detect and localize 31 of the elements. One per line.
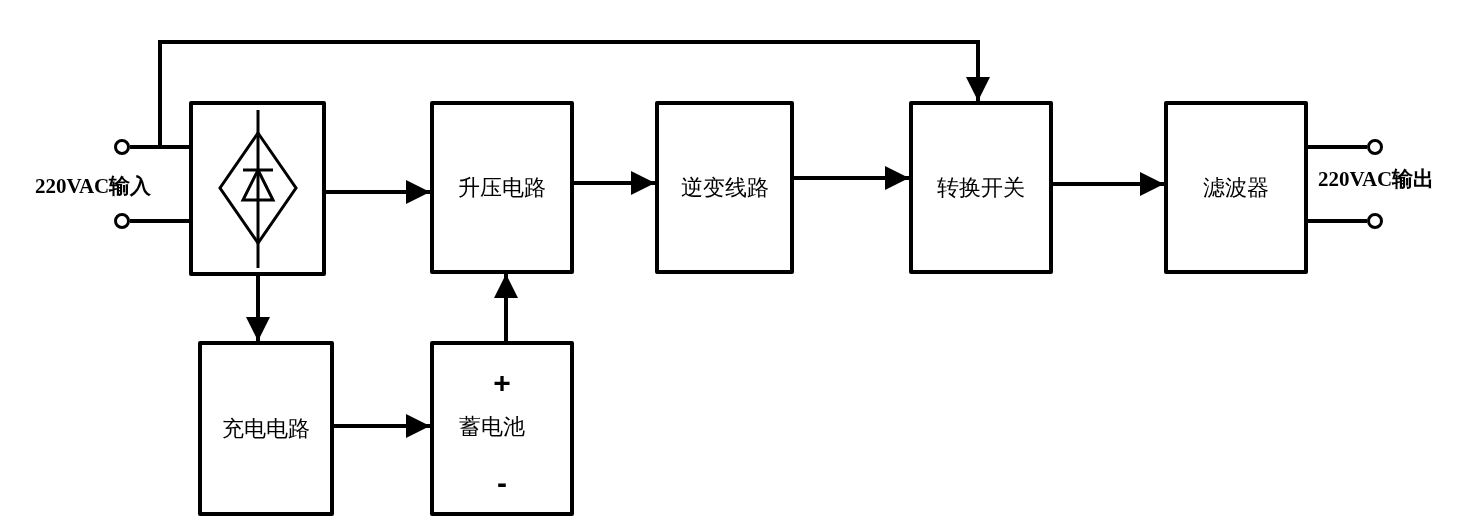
rectifier-box (189, 101, 326, 276)
wire (1308, 145, 1367, 149)
minus-sign: - (496, 468, 508, 498)
terminal-circle (114, 139, 130, 155)
process-box (1164, 101, 1308, 274)
box-label: 升压电路 (457, 176, 547, 199)
box-label: 滤波器 (1202, 176, 1270, 199)
arrow (1053, 172, 1164, 196)
terminal-circle (114, 213, 130, 229)
terminal-label: 220VAC输入 (35, 176, 152, 197)
plus-sign: + (492, 368, 512, 398)
terminal-label: 220VAC输出 (1318, 169, 1435, 190)
process-box (655, 101, 794, 274)
wire (1308, 219, 1367, 223)
box-label: 转换开关 (936, 176, 1026, 199)
battery-box (430, 341, 574, 516)
wire (130, 219, 189, 223)
process-box (198, 341, 334, 516)
arrow (494, 274, 518, 341)
arrow (334, 414, 430, 438)
terminal-circle (1367, 139, 1383, 155)
box-label: 蓄电池 (458, 416, 526, 438)
arrow (574, 171, 655, 195)
process-box (909, 101, 1053, 274)
arrow (326, 180, 430, 204)
terminal-circle (1367, 213, 1383, 229)
arrow (794, 166, 909, 190)
process-box (430, 101, 574, 274)
box-label: 充电电路 (221, 417, 311, 440)
arrow (246, 276, 270, 341)
box-label: 逆变线路 (679, 176, 770, 199)
